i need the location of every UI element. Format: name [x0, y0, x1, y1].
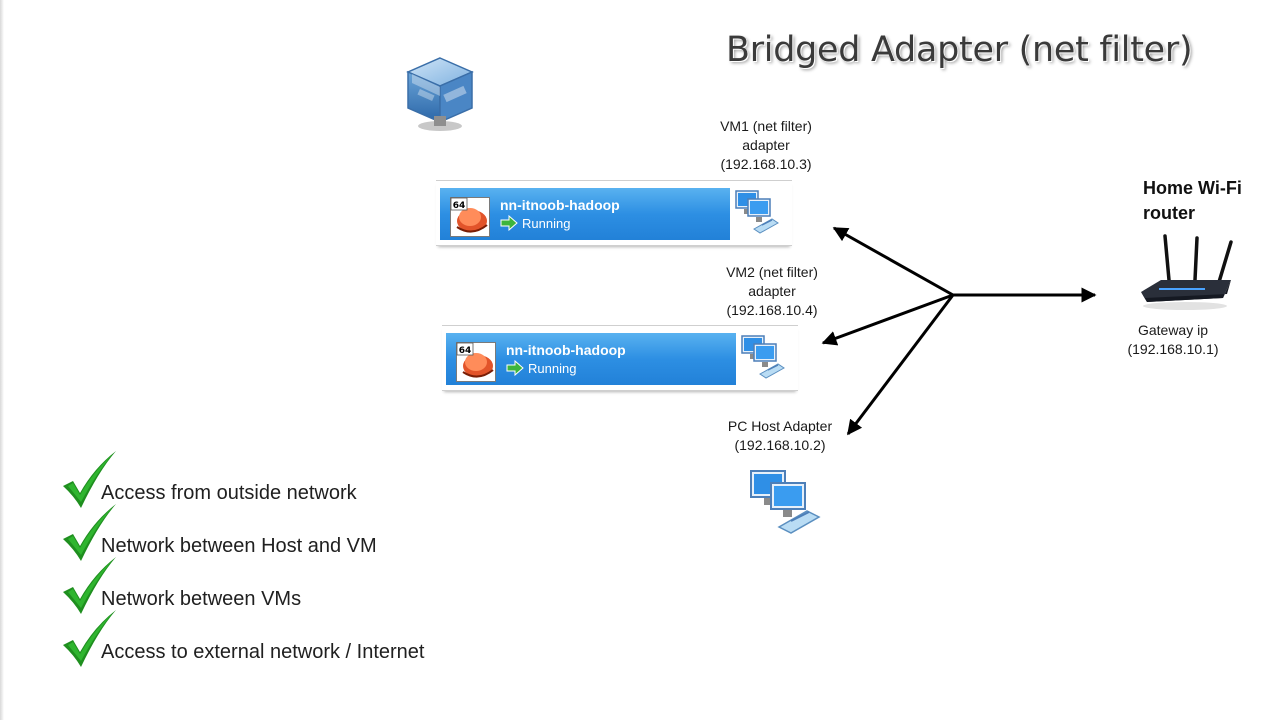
host-adapter-name: PC Host Adapter	[727, 418, 833, 434]
os-bitness-badge: 64	[459, 346, 472, 356]
host-adapter-label: PC Host Adapter (192.168.10.2)	[717, 417, 843, 455]
vm2-adapter-word: adapter	[748, 283, 796, 299]
left-edge-shadow	[0, 0, 4, 720]
arrow-to-vm2	[821, 293, 954, 346]
vm2-adapter-label: VM2 (net filter) adapter (192.168.10.4)	[709, 263, 835, 320]
vm2-adapter-name: VM2 (net filter)	[726, 264, 818, 280]
vm-name: nn-itnoob-hadoop	[500, 197, 620, 213]
vm-state: Running	[506, 360, 576, 376]
router-title-line-1: Home Wi-Fi	[1143, 178, 1242, 198]
vm-list-item-2[interactable]: 64 nn-itnoob-hadoop Running	[442, 325, 798, 391]
arrow-to-host	[846, 294, 955, 436]
gateway-label: Gateway ip (192.168.10.1)	[1113, 321, 1233, 359]
os-bitness-badge: 64	[453, 201, 466, 211]
router-title: Home Wi-Fi router	[1143, 176, 1242, 226]
vm-state: Running	[500, 215, 570, 231]
wifi-router-icon	[1141, 234, 1233, 310]
vm-selection-bar[interactable]: 64 nn-itnoob-hadoop Running	[440, 188, 730, 240]
running-arrow-icon	[500, 215, 518, 231]
gateway-name: Gateway ip	[1137, 322, 1209, 338]
host-adapter-ip: (192.168.10.2)	[734, 437, 826, 453]
vm-state-label: Running	[522, 216, 571, 231]
vm1-adapter-word: adapter	[742, 137, 790, 153]
vm-list-item-1[interactable]: 64 nn-itnoob-hadoop Running	[436, 180, 792, 246]
vm1-adapter-label: VM1 (net filter) adapter (192.168.10.3)	[703, 117, 829, 174]
vm2-adapter-ip: (192.168.10.4)	[726, 302, 818, 318]
checkmark-icon	[63, 557, 116, 614]
vm-selection-bar[interactable]: 64 nn-itnoob-hadoop Running	[446, 333, 736, 385]
arrow-to-vm1	[832, 226, 954, 297]
checkmark-icon	[63, 610, 116, 667]
host-network-computers-icon	[750, 470, 821, 534]
network-computers-icon	[741, 335, 785, 379]
feature-label: Access to external network / Internet	[101, 641, 425, 663]
vm1-adapter-name: VM1 (net filter)	[720, 118, 812, 134]
feature-label: Access from outside network	[101, 482, 357, 504]
router-title-line-2: router	[1143, 203, 1196, 223]
virtualbox-logo-icon	[406, 57, 474, 131]
vm1-adapter-ip: (192.168.10.3)	[720, 156, 812, 172]
feature-label: Network between VMs	[101, 588, 302, 610]
checkmark-icon	[63, 451, 116, 508]
checkmark-icon	[63, 504, 116, 561]
vm-name: nn-itnoob-hadoop	[506, 342, 626, 358]
feature-label: Network between Host and VM	[101, 535, 377, 557]
os-type-icon: 64	[456, 342, 496, 382]
slide-title: Bridged Adapter (net filter)	[726, 30, 1193, 70]
network-computers-icon	[735, 190, 779, 234]
os-type-icon: 64	[450, 197, 490, 237]
running-arrow-icon	[506, 360, 524, 376]
gateway-ip: (192.168.10.1)	[1127, 341, 1219, 357]
vm-state-label: Running	[528, 361, 577, 376]
